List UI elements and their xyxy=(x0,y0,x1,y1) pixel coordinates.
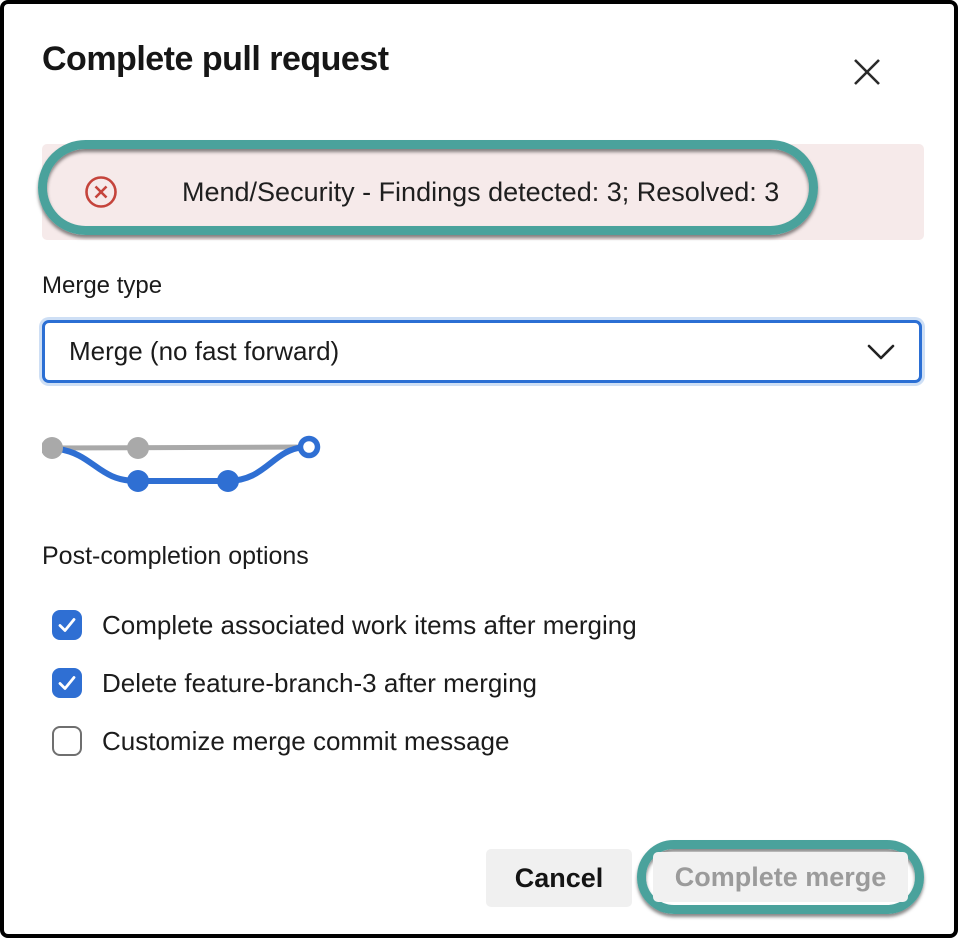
commit-dot-feature-1 xyxy=(127,470,149,492)
chevron-down-icon xyxy=(865,340,897,364)
checkbox-row-delete-branch[interactable]: Delete feature-branch-3 after merging xyxy=(52,666,912,700)
commit-dot-main-2 xyxy=(127,437,149,459)
annotation-circle-complete-merge: Complete merge xyxy=(637,840,924,914)
checkbox-icon[interactable] xyxy=(52,668,82,698)
merge-commit-dot xyxy=(297,435,321,459)
complete-merge-button[interactable]: Complete merge xyxy=(653,852,908,902)
policy-failure-banner: Mend/Security - Findings detected: 3; Re… xyxy=(42,144,924,240)
merge-type-label: Merge type xyxy=(42,272,163,299)
checkbox-row-customize-message[interactable]: Customize merge commit message xyxy=(52,724,912,758)
dialog-title: Complete pull request xyxy=(42,40,389,78)
post-completion-options-label: Post-completion options xyxy=(42,542,309,570)
checkbox-icon[interactable] xyxy=(52,726,82,756)
checkbox-row-complete-work-items[interactable]: Complete associated work items after mer… xyxy=(52,608,912,642)
checkbox-label: Delete feature-branch-3 after merging xyxy=(102,667,538,698)
commit-dot-feature-2 xyxy=(217,470,239,492)
checkbox-icon[interactable] xyxy=(52,610,82,640)
close-icon xyxy=(850,55,884,92)
cancel-button[interactable]: Cancel xyxy=(486,849,632,907)
checkbox-label: Complete associated work items after mer… xyxy=(102,609,637,640)
merge-strategy-diagram xyxy=(41,428,332,504)
merge-type-dropdown[interactable]: Merge (no fast forward) xyxy=(42,320,922,383)
merge-type-selected-value: Merge (no fast forward) xyxy=(69,336,340,366)
commit-dot-main-1 xyxy=(41,437,63,459)
checkbox-label: Customize merge commit message xyxy=(102,725,510,756)
policy-failure-message: Mend/Security - Findings detected: 3; Re… xyxy=(182,176,780,207)
close-button[interactable] xyxy=(846,52,888,94)
error-circle-icon xyxy=(84,175,118,209)
